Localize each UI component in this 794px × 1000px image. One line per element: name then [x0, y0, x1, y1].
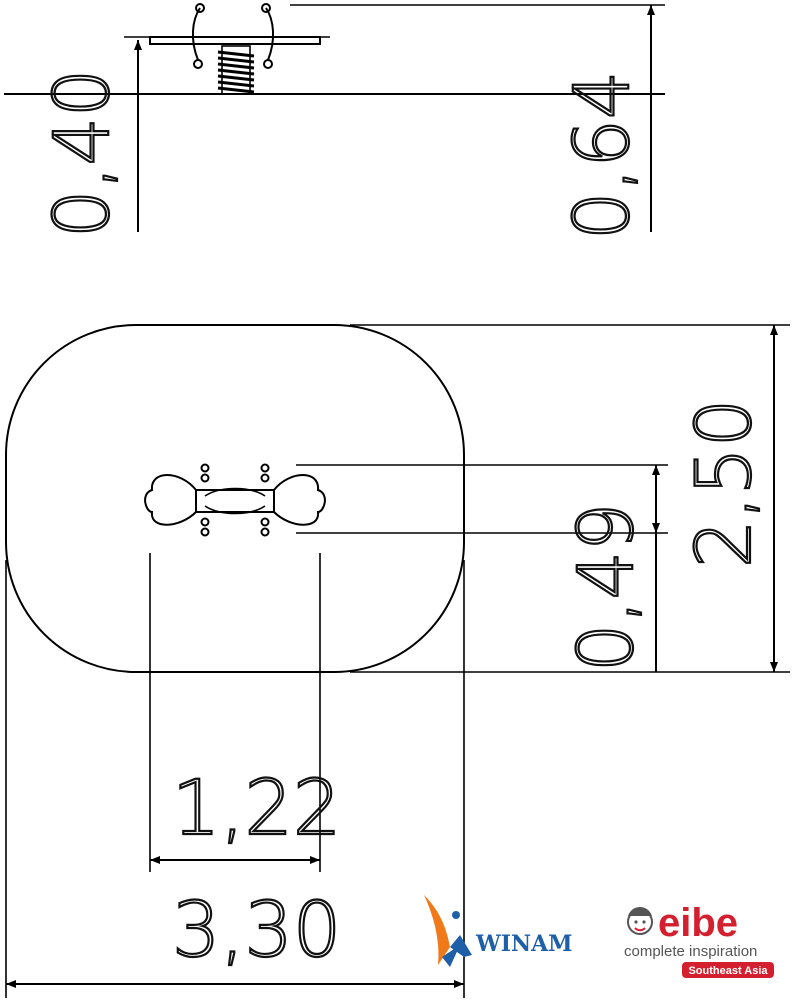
center-beam	[195, 489, 275, 513]
eibe-tagline: complete inspiration	[624, 943, 757, 960]
dim-plan-length: 3,30	[172, 885, 341, 974]
winam-logo: WINAM	[420, 895, 610, 975]
eibe-mascot-icon: eibe complete inspiration Southeast Asia	[624, 901, 774, 978]
plan-view: 2,50 0,49 1,22 3,30	[5, 324, 790, 998]
side-elevation: 0,40 0,64	[4, 3, 665, 241]
handle-bolts	[196, 463, 274, 537]
seat-right	[273, 474, 326, 526]
winam-figure-icon: WINAM	[424, 895, 573, 967]
dim-plan-depth: 2,50	[679, 399, 768, 568]
dim-side-total-height: 0,64	[557, 71, 646, 240]
dim-equipment-width: 0,49	[561, 503, 650, 672]
handle-right	[265, 7, 274, 61]
handle-left	[192, 7, 201, 61]
winam-wordmark: WINAM	[475, 931, 573, 957]
spring	[217, 45, 255, 95]
seat-board	[149, 36, 321, 45]
seat-left	[144, 474, 197, 526]
equipment-symbol	[144, 463, 326, 537]
dim-side-base-height: 0,40	[37, 69, 126, 238]
safety-area-outline	[5, 324, 465, 673]
eibe-logo: eibe complete inspiration Southeast Asia	[618, 892, 794, 980]
dim-equipment-length: 1,22	[172, 763, 341, 852]
eibe-wordmark: eibe	[658, 901, 738, 945]
eibe-region-badge: Southeast Asia	[688, 965, 768, 977]
